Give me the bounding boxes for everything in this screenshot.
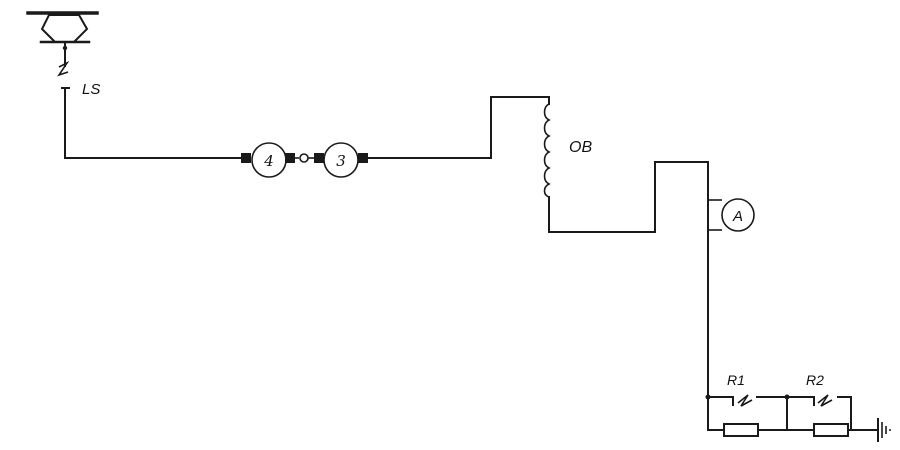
motor-4-label: 4 [263,152,274,170]
r2-label: R2 [806,372,824,388]
motor-3-label: 3 [336,152,346,170]
r1-label: R1 [727,372,745,388]
relay-network: R1 R2 [705,372,879,437]
motor-4: 4 [241,142,295,178]
shaft-coupling [295,153,314,163]
wire-to-ammeter [548,161,709,233]
wire-to-field [367,96,550,159]
ls-label: LS [82,81,100,98]
limit-switch: LS [57,59,100,159]
ammeter-label: A [732,208,743,225]
pantograph [26,11,99,61]
motor-3: 3 [314,142,368,178]
ob-label: OB [569,139,592,156]
ground-symbol [877,418,891,442]
field-winding: OB [543,103,592,198]
ammeter: A [708,198,755,232]
